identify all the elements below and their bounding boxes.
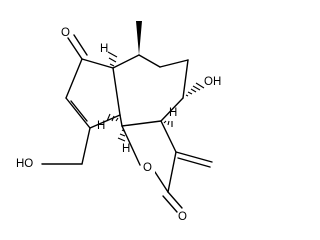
- cycloheptane-ring: [112, 54, 189, 127]
- cyclopentenone-ring: [65, 58, 121, 129]
- lactone-carbonyl: [162, 191, 183, 213]
- stereo-h-lower-label: H: [122, 143, 130, 155]
- bond-c9-c10: [160, 97, 184, 122]
- stereo-hash-right: [163, 120, 173, 127]
- bond-o-c12: [154, 171, 169, 193]
- bond-ketone-c-o: [67, 37, 83, 60]
- stereo-h-right-label: H: [169, 107, 177, 119]
- stereo-h-left-label: H: [97, 120, 105, 132]
- bond-c1-c2: [81, 58, 114, 69]
- bond-c12-c13: [167, 151, 177, 193]
- exocyclic-methylene: [175, 151, 213, 168]
- bond-c8-c9: [182, 59, 189, 99]
- lactone-ring: [121, 120, 177, 193]
- bond-c2-c3: [65, 58, 83, 99]
- bond-lactone-c-o-double: [162, 195, 178, 213]
- hydroxyl-hash-bond: [185, 82, 205, 97]
- bond-c13-c10: [160, 120, 177, 153]
- bond-methylene: [175, 151, 213, 163]
- hydroxymethyl-label: HO: [16, 158, 33, 170]
- hydroxyl-label: OH: [204, 76, 221, 88]
- bond-lactone-c-o: [167, 191, 183, 209]
- stereo-hash-lower: [117, 129, 126, 142]
- hydroxymethyl-group: [41, 127, 91, 165]
- bond-c3-c4: [65, 97, 91, 129]
- methyl-wedge-bond: [136, 21, 142, 55]
- bond-c11-c5: [119, 114, 123, 127]
- bond-c4-ch2: [81, 127, 91, 165]
- lactone-carbonyl-oxygen-label: O: [178, 211, 187, 223]
- bond-c4-c4-double: [70, 100, 88, 122]
- ketone-group: [67, 34, 88, 60]
- bond-c7-c8: [159, 59, 189, 68]
- chemical-structure-diagram: O O O OH HO H H H H: [16, 21, 221, 223]
- ketone-oxygen-label: O: [61, 27, 70, 39]
- stereo-hash-upper: [107, 51, 118, 67]
- bond-ketone-c-o-double: [73, 34, 88, 56]
- bond-c6-c7: [138, 54, 161, 68]
- stereo-hash-left: [106, 113, 119, 122]
- bond-c5-c1: [112, 67, 121, 116]
- bond-methylene-double: [177, 157, 211, 168]
- stereo-h-upper-label: H: [100, 43, 108, 55]
- bond-c4-c5: [89, 114, 121, 129]
- ring-oxygen-label: O: [143, 162, 152, 174]
- bond-c1-c6: [112, 54, 140, 69]
- bond-c10-c11: [121, 120, 162, 127]
- bond-c11-o: [121, 125, 141, 166]
